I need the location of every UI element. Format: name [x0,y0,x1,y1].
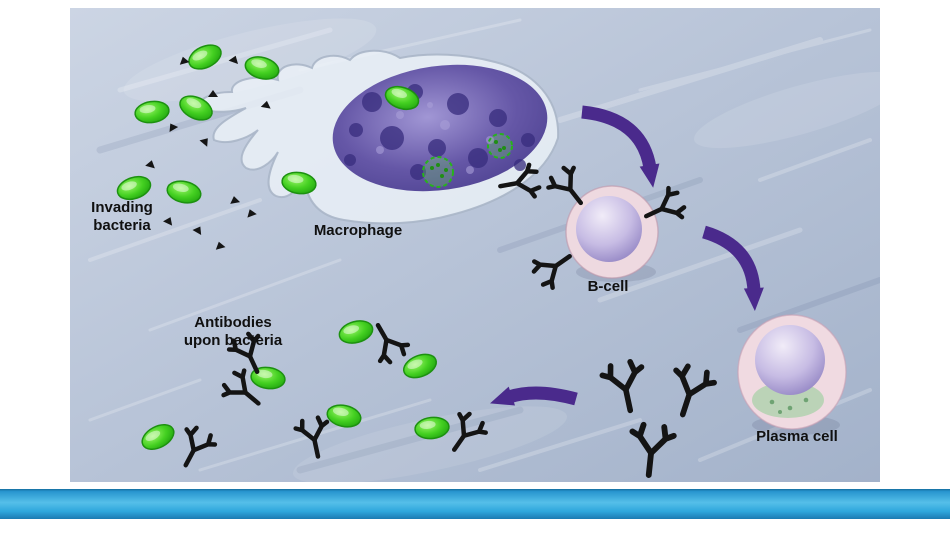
slide-footer-bar [0,489,950,519]
flow-arrows [490,105,764,406]
arrow-antibodies-to-bacteria [490,386,578,406]
phagosome-vesicle [422,156,454,188]
arrow-bcell-to-plasma [701,225,764,311]
label-line: B-cell [587,278,629,295]
label-antibodies-upon-bacteria: Antibodies upon bacteria [148,314,318,349]
diagram-canvas [70,8,880,482]
label-line: bacteria [93,216,151,234]
label-line: Invading [91,199,153,216]
label-line: Plasma cell [756,428,838,445]
macrophage-nucleus-highlights [376,102,494,174]
arrow-macrophage-to-bcell [581,105,660,188]
label-b-cell: B-cell [575,278,641,296]
phagosome-vesicle [487,133,513,159]
label-line: Antibodies [194,314,272,331]
label-line: upon bacteria [183,331,283,349]
background-texture [88,18,880,482]
label-plasma-cell: Plasma cell [742,428,852,446]
macrophage-nucleus-spots [344,84,535,180]
label-invading-bacteria: Invading bacteria [76,199,168,234]
label-line: Macrophage [313,222,403,239]
label-macrophage: Macrophage [298,222,418,240]
plasma-cell [737,314,847,435]
b-cell [498,163,688,291]
